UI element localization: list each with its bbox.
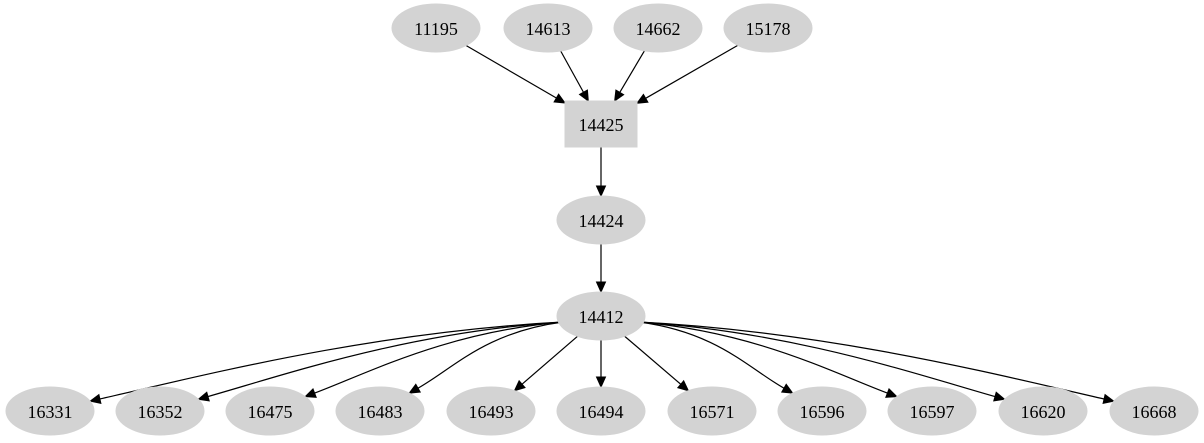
edge-14412-16571: [624, 335, 690, 392]
edge-line: [465, 44, 557, 99]
node-label: 16494: [579, 402, 624, 422]
node-ellipse: [556, 291, 646, 341]
node-label: 14424: [579, 211, 624, 231]
node-label: 16352: [138, 402, 183, 422]
edge-15178-14425: [635, 44, 739, 104]
node-14425[interactable]: 14425: [564, 100, 638, 148]
edge-14412-16352: [197, 321, 564, 402]
edge-14412-16493: [513, 335, 578, 392]
node-16597[interactable]: 16597: [887, 386, 977, 436]
edge-line: [619, 50, 645, 93]
node-14662[interactable]: 14662: [613, 3, 703, 53]
node-label: 14425: [579, 115, 624, 135]
edge-line: [560, 50, 584, 93]
node-ellipse: [225, 386, 315, 436]
edge-line: [314, 321, 564, 394]
nodes-layer: 11195 14613 14662 15178 14425 14424 14412 16331…: [5, 3, 1199, 436]
node-16494[interactable]: 16494: [556, 386, 646, 436]
node-ellipse: [115, 386, 205, 436]
node-label: 16483: [358, 402, 403, 422]
node-label: 11195: [414, 19, 458, 39]
edge-14613-14425: [560, 50, 589, 103]
node-label: 16596: [800, 402, 845, 422]
node-ellipse: [446, 386, 536, 436]
node-16352[interactable]: 16352: [115, 386, 205, 436]
edge-line: [638, 321, 888, 394]
arrowhead-icon: [553, 93, 567, 104]
node-16331[interactable]: 16331: [5, 386, 95, 436]
node-11195[interactable]: 11195: [391, 3, 481, 53]
edge-14412-16475: [304, 321, 564, 398]
edge-14412-16494: [595, 340, 607, 389]
arrowhead-icon: [578, 89, 589, 103]
node-16596[interactable]: 16596: [777, 386, 867, 436]
edge-line: [207, 321, 564, 398]
node-ellipse: [391, 3, 481, 53]
edge-line: [521, 335, 578, 385]
node-ellipse: [1109, 386, 1199, 436]
arrowhead-icon: [993, 391, 1006, 402]
node-ellipse: [887, 386, 977, 436]
arrowhead-icon: [676, 379, 690, 392]
edge-11195-14425: [465, 44, 567, 104]
node-label: 14412: [579, 307, 624, 327]
edge-14412-16596: [638, 321, 794, 394]
node-label: 14662: [636, 19, 681, 39]
node-box: [564, 100, 638, 148]
arrowhead-icon: [304, 387, 317, 398]
edge-14412-16620: [638, 321, 1006, 402]
node-ellipse: [335, 386, 425, 436]
edge-14425-14424: [595, 147, 607, 198]
node-ellipse: [667, 386, 757, 436]
node-15178[interactable]: 15178: [723, 3, 813, 53]
node-16620[interactable]: 16620: [998, 386, 1088, 436]
edge-14412-16597: [638, 321, 898, 398]
node-label: 16493: [469, 402, 514, 422]
node-ellipse: [998, 386, 1088, 436]
node-label: 16597: [910, 402, 955, 422]
arrowhead-icon: [595, 281, 607, 294]
node-ellipse: [613, 3, 703, 53]
edge-line: [638, 321, 996, 398]
arrowhead-icon: [614, 89, 625, 103]
edge-line: [624, 335, 682, 385]
arrowhead-icon: [885, 387, 898, 398]
node-label: 15178: [746, 19, 791, 39]
node-label: 16668: [1132, 402, 1177, 422]
arrowhead-icon: [88, 393, 102, 404]
edge-14424-14412: [595, 244, 607, 294]
node-14412[interactable]: 14412: [556, 291, 646, 341]
node-16493[interactable]: 16493: [446, 386, 536, 436]
edge-14662-14425: [614, 50, 645, 103]
node-label: 16620: [1021, 402, 1066, 422]
node-ellipse: [556, 195, 646, 245]
node-label: 16571: [690, 402, 735, 422]
node-16483[interactable]: 16483: [335, 386, 425, 436]
arrowhead-icon: [408, 383, 422, 394]
node-14424[interactable]: 14424: [556, 195, 646, 245]
arrowhead-icon: [635, 93, 649, 104]
edge-line: [645, 44, 739, 99]
node-14613[interactable]: 14613: [503, 3, 593, 53]
node-label: 16331: [28, 402, 73, 422]
node-ellipse: [556, 386, 646, 436]
node-ellipse: [503, 3, 593, 53]
arrowhead-icon: [1102, 393, 1116, 405]
edge-line: [638, 321, 785, 389]
node-16668[interactable]: 16668: [1109, 386, 1199, 436]
edge-line: [417, 321, 564, 389]
node-ellipse: [723, 3, 813, 53]
arrowhead-icon: [197, 391, 210, 402]
node-16475[interactable]: 16475: [225, 386, 315, 436]
node-label: 14613: [526, 19, 571, 39]
arrowhead-icon: [513, 379, 526, 392]
arrowhead-icon: [595, 376, 607, 389]
arrowhead-icon: [780, 383, 794, 394]
arrowhead-icon: [595, 185, 607, 198]
node-label: 16475: [248, 402, 293, 422]
node-16571[interactable]: 16571: [667, 386, 757, 436]
node-ellipse: [5, 386, 95, 436]
edge-14412-16483: [408, 321, 564, 394]
node-ellipse: [777, 386, 867, 436]
